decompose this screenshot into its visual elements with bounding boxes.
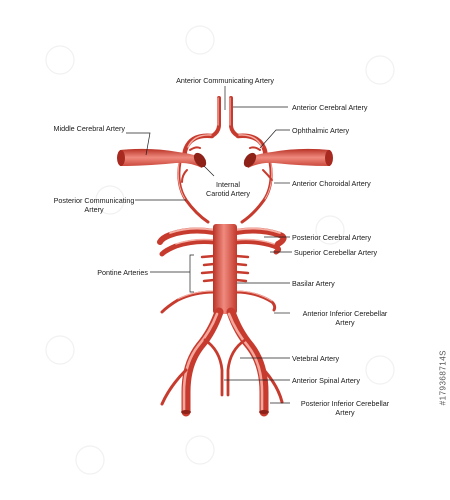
label-pontine-arteries: Pontine Arteries [97,268,148,277]
vertebral-right-cut [259,410,269,414]
middle-cerebral-artery-left [117,148,206,168]
superior-cerebellar-arteries [159,239,282,257]
label-internal-carotid-artery: Internal Carotid Artery [198,180,258,198]
label-anterior-spinal-artery: Anterior Spinal Artery [292,376,360,385]
ophthalmic-right [249,146,261,151]
label-internal-carotid-line2: Carotid Artery [206,189,250,198]
leader-lines [126,86,292,404]
label-ophthalmic-artery: Ophthalmic Artery [292,126,350,135]
basilar-artery [213,224,237,314]
internal-carotid-left-cut [193,152,207,168]
pontine-arteries [200,254,250,283]
label-superior-cerebellar-artery: Superior Cerebellar Artery [294,248,378,257]
anterior-choroidal-right [262,169,273,181]
anterior-spinal-artery [203,338,247,397]
label-posterior-inferior-cerebellar-artery: Posterior Inferior Cerebellar Artery [290,399,400,417]
middle-cerebral-artery-right [244,148,333,168]
label-posterior-inferior-cerebellar-line1: Posterior Inferior Cerebellar [300,399,390,408]
posterior-cerebral-arteries [157,227,287,247]
label-anterior-communicating-artery: Anterior Communicating Artery [176,76,274,85]
label-internal-carotid-line1: Internal [216,180,240,189]
internal-carotid-right-cut [243,152,257,168]
label-anterior-cerebral-artery: Anterior Cerebral Artery [292,103,368,112]
label-posterior-communicating-artery: Posterior Communicating Artery [44,196,144,214]
ophthalmic-left [189,146,201,151]
stock-image-id: #179368714S [438,350,447,406]
label-anterior-inferior-cerebellar-artery: Anterior Inferior Cerebellar Artery [290,309,400,327]
vertebral-arteries [181,307,269,417]
label-posterior-inferior-cerebellar-line2: Artery [335,408,355,417]
label-posterior-communicating-line1: Posterior Communicating [53,196,135,205]
vertebral-left-cut [181,410,191,414]
label-basilar-artery: Basilar Artery [292,279,335,288]
label-anterior-choroidal-artery: Anterior Choroidal Artery [292,179,371,188]
label-middle-cerebral-artery: Middle Cerebral Artery [53,124,125,133]
label-posterior-cerebral-artery: Posterior Cerebral Artery [292,233,372,242]
label-anterior-inferior-cerebellar-line2: Artery [335,318,355,327]
anterior-choroidal-left [181,169,188,183]
posterior-inferior-cerebellar-arteries [160,368,284,406]
label-posterior-communicating-line2: Artery [84,205,104,214]
anterior-inferior-cerebellar-arteries [160,290,277,314]
label-vertebral-artery: Vetebral Artery [292,354,340,363]
label-anterior-inferior-cerebellar-line1: Anterior Inferior Cerebellar [302,309,388,318]
